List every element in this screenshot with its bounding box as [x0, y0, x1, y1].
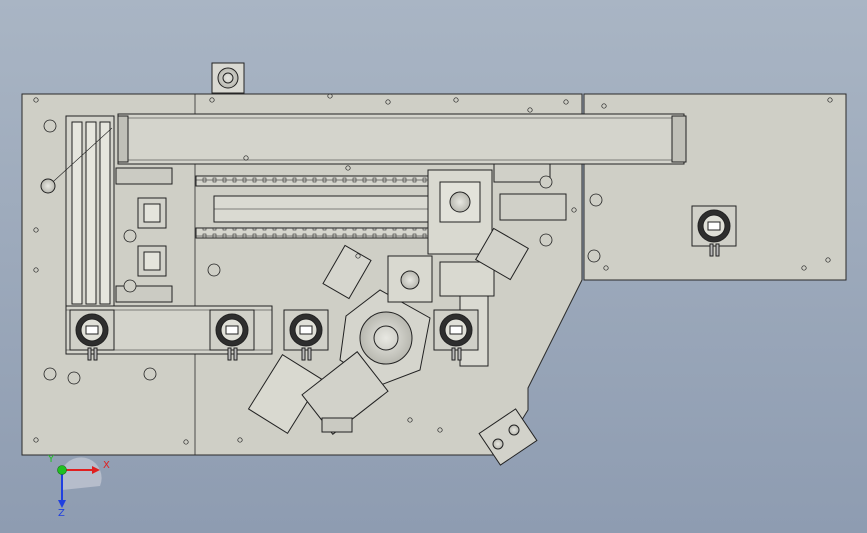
clamp-station [433, 309, 479, 361]
clamp-station [209, 309, 255, 361]
fastener [563, 99, 569, 105]
top-motor-block[interactable] [211, 62, 245, 94]
clamp-heads[interactable] [69, 205, 737, 361]
mounting-hole [43, 119, 57, 133]
upper-conveyor-belt[interactable] [117, 113, 687, 165]
y-axis-dot [57, 465, 67, 475]
fastener [407, 417, 413, 423]
x-axis-label: X [103, 460, 110, 471]
fastener [603, 265, 609, 271]
fastener [437, 427, 443, 433]
x-axis-arrow [92, 466, 100, 474]
fastener [825, 257, 831, 263]
triad-background [62, 457, 102, 490]
fastener [243, 155, 249, 161]
mounting-hole [539, 175, 553, 189]
control-box[interactable] [478, 408, 538, 466]
fastener [527, 107, 533, 113]
fastener [33, 227, 39, 233]
mounting-hole [67, 371, 81, 385]
fastener [827, 97, 833, 103]
fastener [385, 99, 391, 105]
mounting-hole [539, 233, 553, 247]
holes [43, 119, 603, 385]
z-axis-arrow [58, 500, 66, 508]
mounting-hole [123, 279, 137, 293]
fastener [209, 97, 215, 103]
orientation-triad: X Y Z [47, 454, 110, 519]
fastener [345, 165, 351, 171]
left-vertical-conveyor[interactable] [40, 115, 115, 307]
mounting-hole [123, 229, 137, 243]
mounting-hole [207, 263, 221, 277]
z-axis-label: Z [58, 508, 65, 519]
fastener [601, 103, 607, 109]
fastener [33, 437, 39, 443]
fastener [571, 207, 577, 213]
fastener [183, 439, 189, 445]
linear-rail-upper[interactable] [195, 175, 429, 239]
mounting-hole [43, 367, 57, 381]
fastener [355, 253, 361, 259]
clamp-station [283, 309, 329, 361]
fastener [327, 93, 333, 99]
diagonal-actuator-assembly[interactable] [247, 244, 389, 435]
gantry-carriage[interactable] [427, 163, 567, 255]
fastener [801, 265, 807, 271]
clamp-station [691, 205, 737, 257]
y-axis-label: Y [47, 454, 55, 465]
fastener [237, 437, 243, 443]
fastener [33, 267, 39, 273]
fastener [453, 97, 459, 103]
mounting-hole [143, 367, 157, 381]
fastener [33, 97, 39, 103]
mounting-hole [587, 249, 601, 263]
mounting-hole [589, 193, 603, 207]
fastener-marks [33, 93, 833, 445]
clamp-station [69, 309, 115, 361]
